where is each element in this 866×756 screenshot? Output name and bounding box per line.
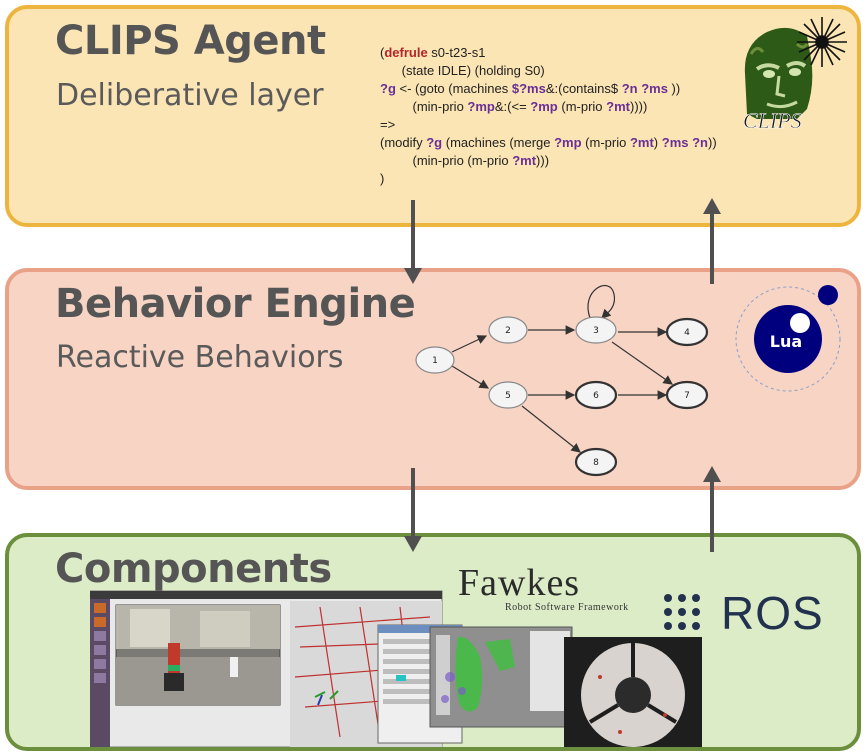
node-label: 1	[432, 356, 438, 366]
arrow-down-clips-to-be	[404, 200, 422, 284]
code-text: (min-prio	[412, 99, 468, 114]
edge-3-7	[611, 341, 673, 385]
behavior-engine-subtitle: Reactive Behaviors	[56, 340, 344, 375]
graph-edges	[451, 284, 673, 453]
code-var: ?mp	[530, 99, 558, 114]
code-text: (machines (merge	[442, 135, 555, 150]
clips-face-icon	[744, 27, 813, 119]
code-text: <- (goto (machines	[395, 81, 512, 96]
map-visualization-screenshot	[429, 626, 573, 728]
graph-node-8: 8	[574, 447, 618, 477]
state-machine-graph: 1 2 3 4 5 6 7 8	[415, 284, 709, 477]
fawkes-logo-text: Fawkes	[458, 562, 581, 604]
code-text: =>	[380, 117, 396, 132]
code-var: ?ms ?n	[661, 135, 708, 150]
code-text: )))	[536, 153, 550, 168]
code-var: ?n ?ms	[621, 81, 668, 96]
clips-agent-subtitle: Deliberative layer	[56, 78, 324, 113]
behavior-engine-title: Behavior Engine	[55, 281, 416, 327]
edge-1-5	[451, 365, 490, 389]
clips-logo: CLIPS	[743, 17, 847, 132]
edge-5-8	[521, 405, 581, 453]
clips-rule-code: (defrule s0-t23-s1 (state IDLE) (holding…	[380, 45, 717, 186]
clips-starburst-icon	[797, 17, 847, 67]
code-text: ))))	[629, 99, 648, 114]
graph-node-1: 1	[415, 346, 455, 374]
arrow-down-be-to-components	[404, 468, 422, 552]
graph-node-2: 2	[488, 316, 528, 344]
fisheye-camera-image	[564, 637, 702, 747]
code-text: ))	[707, 135, 717, 150]
graph-node-7: 7	[665, 380, 709, 410]
graph-node-5: 5	[488, 381, 528, 409]
node-label: 5	[505, 391, 511, 401]
node-label: 7	[684, 391, 690, 401]
code-var: ?g	[380, 81, 396, 96]
lua-logo-text: Lua	[770, 332, 802, 351]
node-label: 6	[593, 391, 599, 401]
code-text: &:(<=	[494, 99, 531, 114]
ros-logo-text: ROS	[721, 587, 824, 639]
code-text: (m-prio	[557, 99, 607, 114]
clips-agent-layer	[5, 5, 861, 227]
robot-camera-photo	[115, 604, 281, 706]
code-text: &:(contains$	[545, 81, 622, 96]
node-label: 8	[593, 458, 599, 468]
lua-logo: Lua	[735, 285, 841, 392]
code-text: )	[380, 171, 385, 186]
node-label: 4	[684, 328, 690, 338]
code-keyword: defrule	[384, 45, 428, 60]
code-text: (m-prio	[581, 135, 630, 150]
code-text: (min-prio (m-prio	[412, 153, 513, 168]
arrow-up-components-to-be	[703, 466, 721, 552]
graph-node-3: 3	[575, 316, 617, 344]
code-line-2: (state IDLE) (holding S0)	[401, 63, 545, 78]
components-title: Components	[55, 546, 332, 592]
graph-node-6: 6	[574, 380, 618, 410]
behavior-engine-layer	[5, 268, 861, 490]
code-text: (modify	[380, 135, 427, 150]
clips-agent-title: CLIPS Agent	[55, 18, 326, 64]
code-var: ?g	[426, 135, 443, 150]
code-var: $?ms	[511, 81, 546, 96]
fawkes-tagline: Robot Software Framework	[505, 602, 629, 613]
code-var: ?mt	[629, 135, 654, 150]
node-label: 2	[505, 326, 511, 336]
ros-dots-icon	[664, 594, 700, 630]
code-var: ?mp	[467, 99, 495, 114]
edge-3-self-loop	[587, 284, 616, 319]
arrow-up-be-to-clips	[703, 198, 721, 284]
code-var: ?mt	[512, 153, 537, 168]
node-label: 3	[593, 326, 599, 336]
edge-1-2	[451, 335, 488, 353]
code-var: ?mt	[606, 99, 630, 114]
code-var: ?mp	[554, 135, 582, 150]
lua-orbit	[735, 286, 841, 392]
code-text: ))	[667, 81, 681, 96]
components-screenshot-collage	[90, 590, 702, 747]
code-line-1: s0-t23-s1	[427, 45, 486, 60]
graph-node-4: 4	[665, 317, 709, 347]
clips-logo-text: CLIPS	[743, 108, 802, 132]
lua-hole	[790, 313, 810, 333]
lua-moon-icon	[818, 285, 838, 305]
code-text: )	[653, 135, 662, 150]
